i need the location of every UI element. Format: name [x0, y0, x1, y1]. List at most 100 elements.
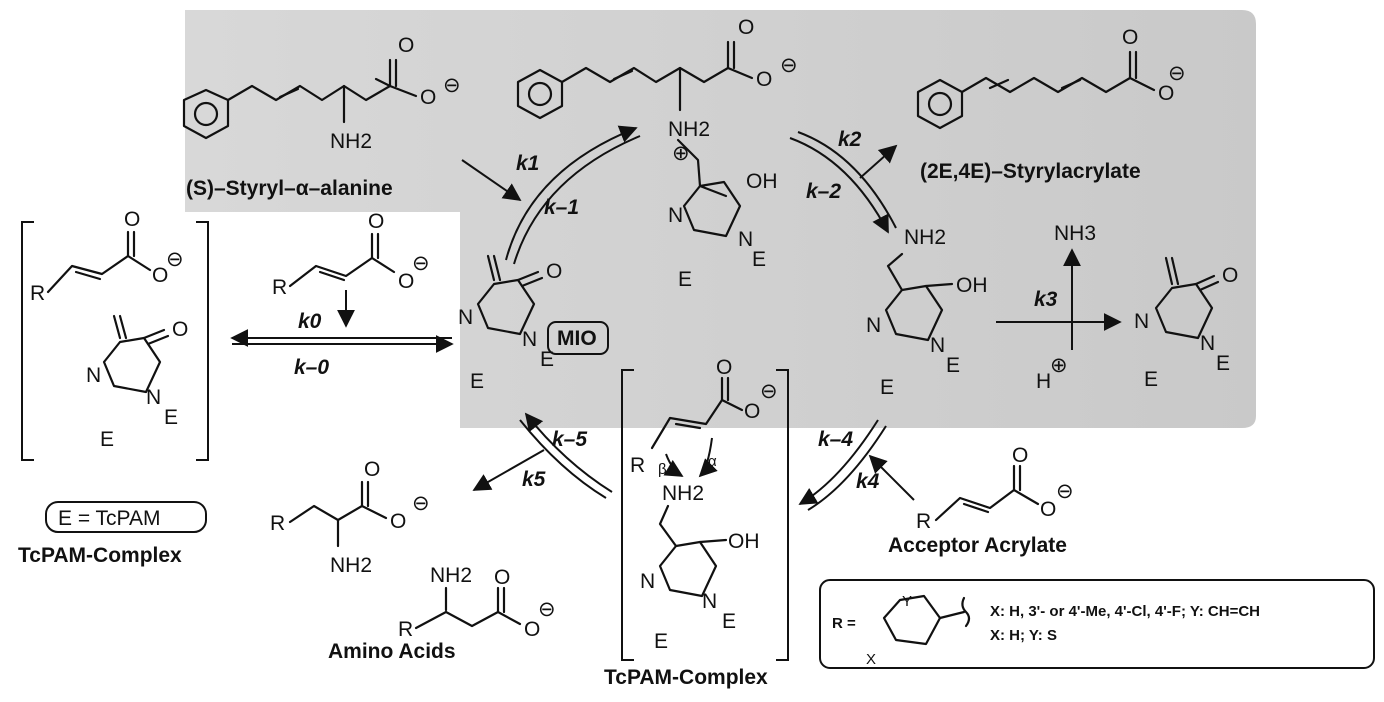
mio-center: O N N E E: [458, 254, 562, 393]
atom-e: E: [880, 376, 894, 399]
atom-e: E: [946, 354, 960, 377]
atom-r: R: [916, 510, 931, 533]
minus-charge: ⊖: [412, 252, 430, 275]
plus-charge: ⊕: [672, 142, 690, 165]
mio-adduct-top: O O ⊖ NH2 ⊕ OH N N E E: [516, 16, 798, 291]
atom-e: E: [678, 268, 692, 291]
atom-o: O: [420, 86, 436, 109]
atom-o: O: [738, 16, 754, 39]
e-definition-box: [45, 501, 207, 533]
atom-n: N: [146, 386, 161, 409]
atom-r: R: [270, 512, 285, 535]
atom-o: O: [756, 68, 772, 91]
atom-r: R: [30, 282, 45, 305]
minus-charge: ⊖: [780, 54, 798, 77]
atom-o: O: [494, 566, 510, 589]
atom-o: O: [364, 458, 380, 481]
atom-o: O: [398, 34, 414, 57]
label-styryl-alanine: (S)–Styryl–α–alanine: [186, 177, 393, 200]
rate-km1: k–1: [544, 196, 579, 219]
rate-k1: k1: [516, 152, 539, 175]
y-substituent: Y: [902, 593, 912, 610]
atom-n: N: [866, 314, 881, 337]
rate-km2: k–2: [806, 180, 841, 203]
atom-o: O: [744, 400, 760, 423]
atom-o: O: [172, 318, 188, 341]
atom-o: O: [546, 260, 562, 283]
grey-background-panel: [185, 10, 1256, 428]
atom-e: E: [470, 370, 484, 393]
atom-nh2: NH2: [430, 564, 472, 587]
atom-oh: OH: [728, 530, 760, 553]
atom-o: O: [398, 270, 414, 293]
label-e-definition: E = TcPAM: [58, 507, 161, 530]
label-complex-left: TcPAM-Complex: [18, 544, 182, 567]
atom-h: H: [1036, 370, 1051, 393]
atom-nh2: NH2: [330, 554, 372, 577]
minus-charge: ⊖: [538, 598, 556, 621]
atom-o: O: [124, 208, 140, 231]
styryl-alanine-structure: O O ⊖ NH2: [182, 34, 461, 153]
atom-e: E: [1144, 368, 1158, 391]
r-group-line-1: X: H, 3'- or 4'-Me, 4'-Cl, 4'-F; Y: CH=C…: [990, 603, 1260, 620]
plus-charge: ⊕: [1050, 354, 1068, 377]
atom-o: O: [524, 618, 540, 641]
atom-o: O: [1122, 26, 1138, 49]
acrylate-top-left: R O O ⊖: [272, 210, 430, 299]
amino-acid-beta: NH2 R O O ⊖: [398, 564, 556, 641]
atom-n: N: [522, 328, 537, 351]
atom-o: O: [716, 356, 732, 379]
atom-e: E: [752, 248, 766, 271]
r-group-line-2: X: H; Y: S: [990, 627, 1057, 644]
rate-km0: k–0: [294, 356, 329, 379]
atom-nh3: NH3: [1054, 222, 1096, 245]
rate-km4: k–4: [818, 428, 853, 451]
atom-n: N: [930, 334, 945, 357]
x-substituent: X: [866, 651, 876, 668]
minus-charge: ⊖: [1056, 480, 1074, 503]
label-styrylacrylate: (2E,4E)–Styrylacrylate: [920, 160, 1141, 183]
atom-n: N: [1134, 310, 1149, 333]
atom-n: N: [702, 590, 717, 613]
label-complex-bottom: TcPAM-Complex: [604, 666, 768, 689]
rate-k0: k0: [298, 310, 322, 333]
atom-o: O: [390, 510, 406, 533]
atom-n: N: [458, 306, 473, 329]
atom-o: O: [1158, 82, 1174, 105]
r-equals-label: R =: [832, 615, 856, 632]
tcpam-complex-bottom: O O ⊖ R β α NH2 OH N N E E: [621, 356, 789, 661]
atom-e: E: [100, 428, 114, 451]
tcpam-complex-left: R O O ⊖ O N N E E: [21, 208, 209, 461]
atom-oh: OH: [956, 274, 988, 297]
atom-e: E: [722, 610, 736, 633]
minus-charge: ⊖: [1168, 62, 1186, 85]
rate-k3: k3: [1034, 288, 1058, 311]
atom-e: E: [164, 406, 178, 429]
aminomethyl-mio-right: NH2 OH N N E E: [866, 226, 988, 399]
label-amino-acids: Amino Acids: [328, 640, 456, 663]
atom-r: R: [630, 454, 645, 477]
mio-right: O N N E E: [1134, 256, 1238, 391]
rate-k2: k2: [838, 128, 862, 151]
atom-e: E: [1216, 352, 1230, 375]
atom-o: O: [1040, 498, 1056, 521]
atom-nh2: NH2: [662, 482, 704, 505]
minus-charge: ⊖: [166, 248, 184, 271]
atom-nh2: NH2: [330, 130, 372, 153]
acceptor-acrylate-structure: R O O ⊖: [916, 444, 1074, 533]
atom-r: R: [272, 276, 287, 299]
atom-n: N: [1200, 332, 1215, 355]
rate-km5: k–5: [552, 428, 587, 451]
amino-acid-alpha: R O O ⊖ NH2: [270, 458, 430, 577]
label-acceptor-acrylate: Acceptor Acrylate: [888, 534, 1067, 557]
r-group-legend: R = Y X X: H, 3'- or 4'-Me, 4'-Cl, 4'-F;…: [819, 579, 1375, 669]
styrylacrylate-structure: O O ⊖: [916, 26, 1186, 130]
atom-n: N: [640, 570, 655, 593]
atom-o: O: [1222, 264, 1238, 287]
atom-o: O: [368, 210, 384, 233]
atom-n: N: [738, 228, 753, 251]
atom-o: O: [152, 264, 168, 287]
atom-oh: OH: [746, 170, 778, 193]
atom-n: N: [86, 364, 101, 387]
